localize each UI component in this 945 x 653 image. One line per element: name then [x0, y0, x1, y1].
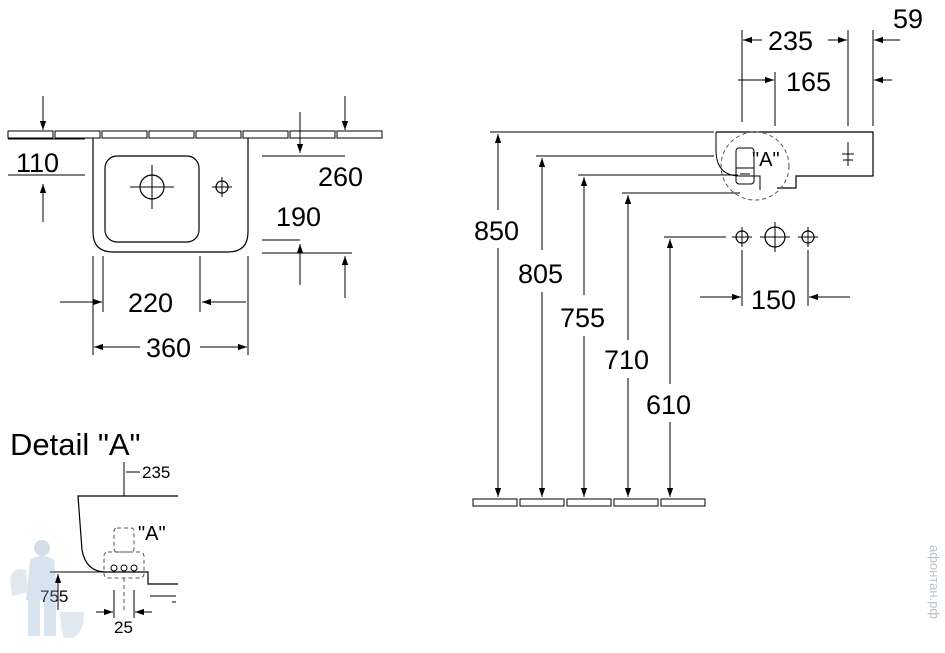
dim-220: 220 [128, 288, 173, 318]
side-view: "A" 235 59 165 850 805 [472, 4, 923, 507]
detail-dim-235: 235 [142, 463, 170, 482]
dim-235-side: 235 [768, 26, 813, 56]
dim-190: 190 [276, 202, 321, 232]
detail-a-circle [720, 131, 790, 201]
dim-165-side: 165 [786, 67, 831, 97]
watermark-text: афонтан.рф [927, 545, 942, 619]
height-805: 805 [518, 259, 563, 289]
detail-basin-outline [77, 495, 178, 585]
detail-dim-25: 25 [114, 618, 133, 637]
detail-title: Detail "A" [10, 427, 141, 462]
height-850: 850 [474, 216, 519, 246]
height-610: 610 [646, 390, 691, 420]
overflow-icon [842, 142, 854, 166]
detail-a: Detail "A" 235 "A" 755 25 [10, 427, 178, 637]
basin-side-outline [716, 131, 874, 189]
label-a-side: "A" [752, 149, 780, 171]
top-view: 110 260 190 220 360 [7, 96, 383, 363]
siphon-icon [735, 147, 755, 185]
connection-right-icon [798, 227, 818, 247]
basin-outline [92, 138, 249, 253]
dim-360: 360 [146, 333, 191, 363]
tap-hole-icon [212, 177, 232, 197]
detail-label-a: "A" [138, 523, 166, 545]
height-755: 755 [560, 303, 605, 333]
drain-icon [130, 165, 174, 209]
dim-59-side: 59 [893, 4, 923, 34]
floor-tiles [472, 498, 706, 507]
dim-110: 110 [16, 148, 59, 178]
connection-drain-icon [760, 222, 790, 252]
wall-tiles-top [7, 130, 383, 139]
connection-left-icon [732, 227, 752, 247]
dim-150: 150 [751, 285, 796, 315]
basin-bowl [104, 155, 200, 243]
height-710: 710 [604, 345, 649, 375]
detail-dim-755: 755 [40, 587, 68, 606]
plumber-logo-icon [10, 540, 84, 638]
detail-siphon-icon [103, 527, 145, 610]
dim-260: 260 [318, 162, 363, 192]
